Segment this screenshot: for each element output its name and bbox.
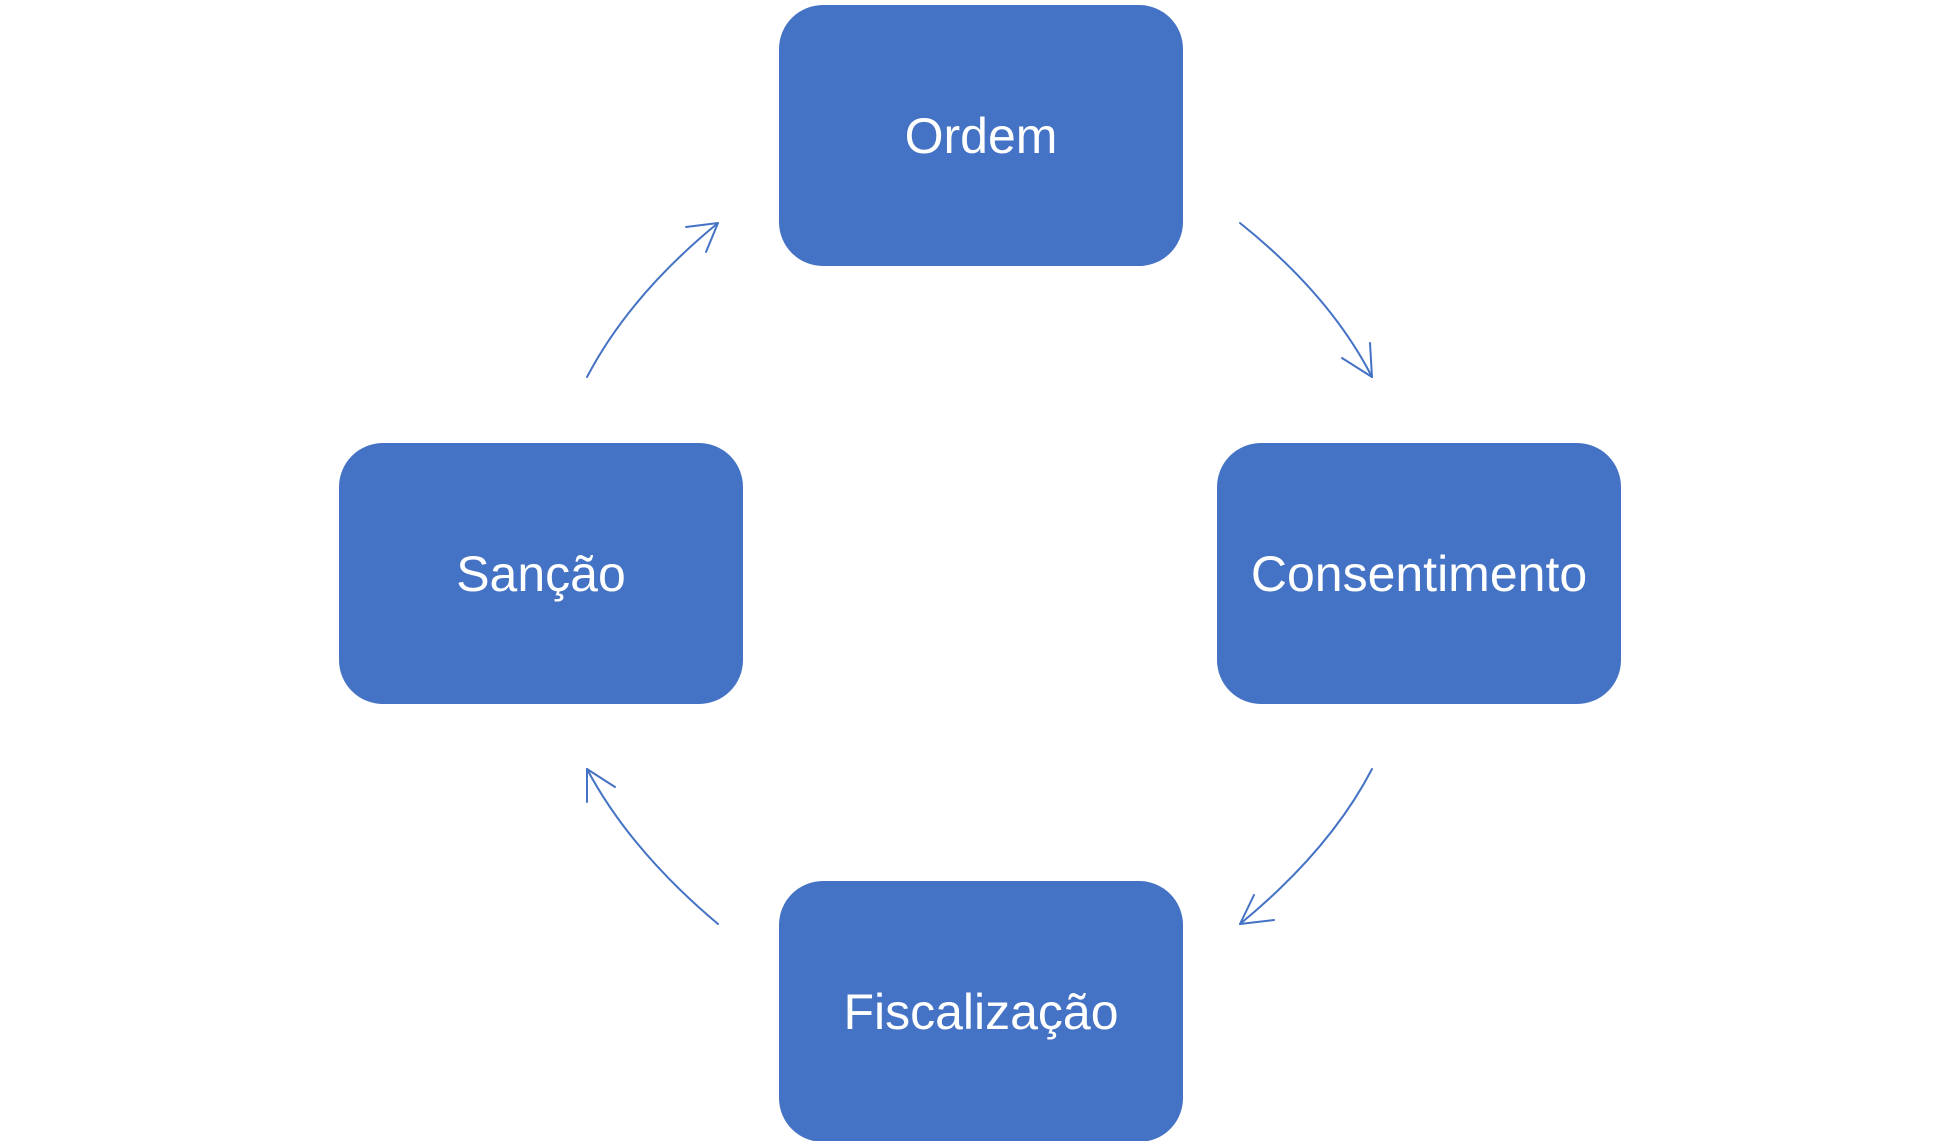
node-ordem: Ordem xyxy=(779,5,1183,266)
node-label: Ordem xyxy=(904,107,1058,164)
node-sancao: Sanção xyxy=(339,443,743,704)
arrow-head-fiscalizacao-to-sancao xyxy=(586,768,616,803)
node-label: Fiscalização xyxy=(843,983,1119,1040)
arrow-consentimento-to-fiscalizacao xyxy=(1239,768,1373,925)
arrow-head-sancao-to-ordem xyxy=(685,222,719,253)
arrow-fiscalizacao-to-sancao xyxy=(586,768,719,925)
arrow-head-consentimento-to-fiscalizacao xyxy=(1239,894,1275,925)
arrow-sancao-to-ordem xyxy=(586,222,719,378)
arrow-ordem-to-consentimento xyxy=(1239,222,1373,378)
node-consentimento: Consentimento xyxy=(1217,443,1621,704)
arrow-head-ordem-to-consentimento xyxy=(1341,342,1373,378)
node-label: Consentimento xyxy=(1250,545,1588,602)
node-label: Sanção xyxy=(456,545,626,602)
node-fiscalizacao: Fiscalização xyxy=(779,881,1183,1141)
